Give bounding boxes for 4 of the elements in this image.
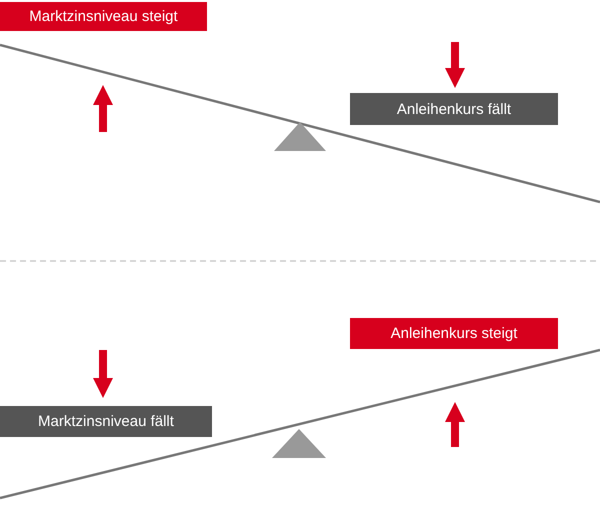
label-box: Marktzinsniveau steigt <box>0 2 207 31</box>
label-box: Anleihenkurs steigt <box>350 318 558 349</box>
label-box: Anleihenkurs fällt <box>350 93 558 125</box>
label-box: Marktzinsniveau fällt <box>0 406 212 437</box>
